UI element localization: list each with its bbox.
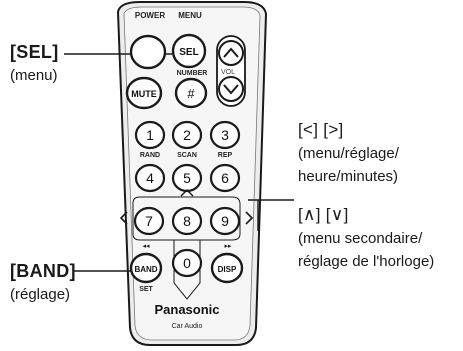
- up-down-callout-line-1: (menu secondaire/: [298, 230, 423, 247]
- chevron-up-icon: [223, 47, 239, 58]
- key-3-label: 3: [221, 127, 229, 143]
- key-8-label: 8: [183, 213, 191, 229]
- menu-label: MENU: [178, 11, 202, 20]
- rand-label: RAND: [140, 152, 160, 159]
- volume-up-button[interactable]: [218, 40, 244, 66]
- power-button[interactable]: [129, 34, 167, 70]
- left-right-callout: [<] [>] (menu/réglage/ heure/minutes): [298, 118, 399, 188]
- rep-label: REP: [218, 152, 233, 159]
- disp-button-label: DISP: [218, 265, 237, 274]
- key-6-button[interactable]: [209, 163, 241, 193]
- key-1-button[interactable]: [134, 120, 166, 150]
- key-7-label: 7: [145, 213, 153, 229]
- key-9-button[interactable]: [209, 206, 241, 236]
- set-label: SET: [139, 286, 153, 293]
- sel-button[interactable]: [171, 33, 207, 69]
- sel-callout: [SEL] (menu): [10, 40, 59, 87]
- number-button-label: #: [187, 86, 195, 101]
- band-button[interactable]: [129, 252, 163, 284]
- disp-button[interactable]: [210, 252, 244, 284]
- sel-callout-key: [SEL]: [10, 42, 59, 62]
- key-9-label: 9: [221, 213, 229, 229]
- volume-down-button[interactable]: [218, 76, 244, 102]
- key-3-button[interactable]: [209, 120, 241, 150]
- brand-subtitle: Car Audio: [172, 323, 203, 330]
- band-callout-key: [BAND]: [10, 261, 76, 281]
- mute-button-label: MUTE: [131, 89, 157, 99]
- band-button-label: BAND: [134, 265, 157, 274]
- key-1-label: 1: [146, 127, 154, 143]
- up-down-callout-line-2: réglage de l'horloge): [298, 253, 435, 270]
- left-right-callout-line-2: heure/minutes): [298, 168, 399, 185]
- sel-callout-desc: (menu): [10, 67, 58, 84]
- left-right-callout-key: [<] [>]: [298, 120, 344, 139]
- key-2-button[interactable]: [171, 120, 203, 150]
- key-5-label: 5: [183, 170, 191, 186]
- key-0-button[interactable]: [171, 248, 203, 278]
- key-4-button[interactable]: [134, 163, 166, 193]
- band-callout-desc: (réglage): [10, 286, 71, 303]
- right-arrow-icon: [245, 211, 254, 225]
- left-right-callout-line-1: (menu/réglage/: [298, 145, 399, 162]
- left-arrow-icon: [119, 211, 128, 225]
- chevron-down-icon: [223, 84, 239, 95]
- band-callout: [BAND] (réglage): [10, 259, 76, 306]
- vol-label: VOL: [221, 69, 235, 76]
- up-down-callout: [∧] [∨] (menu secondaire/ réglage de l'h…: [298, 203, 434, 273]
- key-7-button[interactable]: [133, 206, 165, 236]
- number-button[interactable]: [174, 77, 208, 109]
- cross-pad-region: [132, 196, 241, 241]
- prev-label: ◂◂: [142, 242, 150, 250]
- number-label: NUMBER: [177, 70, 208, 77]
- next-label: ▸▸: [224, 242, 232, 250]
- key-5-button[interactable]: [171, 163, 203, 193]
- scan-label: SCAN: [177, 152, 197, 159]
- key-6-label: 6: [221, 170, 229, 186]
- brand-logo: Panasonic: [154, 302, 219, 317]
- up-down-callout-key: [∧] [∨]: [298, 205, 349, 224]
- up-arrow-icon: [180, 189, 194, 197]
- key-2-label: 2: [183, 127, 191, 143]
- mute-button[interactable]: [125, 76, 163, 110]
- sel-button-label: SEL: [179, 47, 198, 58]
- key-4-label: 4: [146, 170, 154, 186]
- power-label: POWER: [135, 11, 165, 20]
- key-8-button[interactable]: [171, 206, 203, 236]
- key-0-label: 0: [183, 255, 191, 271]
